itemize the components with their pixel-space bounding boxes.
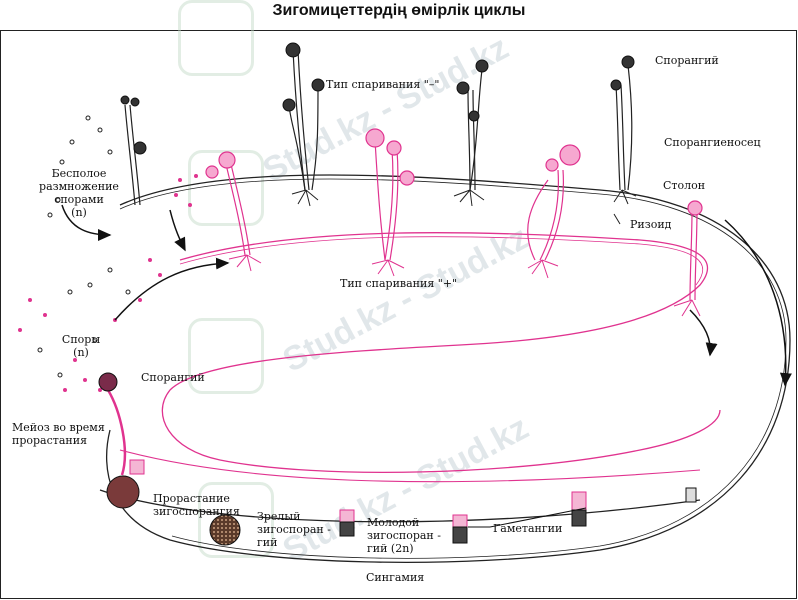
spores-black [37,115,131,378]
label-minus-mating-type: Тип спаривания "–" [326,78,440,91]
stolon-outer-ring [105,174,791,563]
plus-sporangiophores [224,139,698,301]
germination-stalk [106,389,127,476]
stolon-outer-ring-inner [119,178,787,559]
plus-sporangia [205,128,703,216]
spores-magenta [18,174,198,392]
label-mature-zygosporangium: Зрелый зигоспоран - гий [257,510,331,549]
label-asexual-line-2: размножение [39,180,119,193]
arrow-right-magenta [689,309,718,357]
watermark-logo-icon [178,0,254,76]
watermark-logo-icon [198,482,274,558]
label-sporangium-left: Спорангий [141,371,205,384]
label-spores-line-1: Споры [61,333,101,346]
label-mature-line-2: зигоспоран - [257,523,331,536]
label-young-line-2: зигоспоран - [367,529,441,542]
arrow-from-plus-sporangium [169,209,186,252]
gametangia-pointer [468,507,587,528]
label-asexual-reproduction: Бесполое размножение спорами (n) [24,167,134,219]
label-spores-line-2: (n) [73,346,89,359]
label-mature-line-1: Зрелый [257,510,301,523]
minus-sporangiophores [124,49,633,206]
label-meiosis-line-1: Мейоз во время [12,421,105,434]
label-rhizoid: Ризоид [630,218,672,231]
magenta-base-line [119,449,701,483]
label-young-line-1: Молодой [367,516,420,529]
label-sporangium-top: Спорангий [655,54,719,67]
label-syngamy: Сингамия [366,571,425,584]
arrow-right-black [724,219,792,387]
gametangia-row [129,459,697,544]
left-sporangium-icon [98,372,118,392]
label-sporangiophore: Спорангиеносец [664,136,761,149]
minus-sporangia [120,42,635,155]
diagram-frame [0,30,797,599]
plus-rhizoids [228,254,701,317]
label-germination: Прорастание зигоспорангия [153,492,240,518]
label-mature-line-3: гий [257,536,278,549]
germinating-zygosporangium-icon [106,475,140,509]
label-young-zygosporangium: Молодой зигоспоран - гий (2n) [367,516,441,555]
life-cycle-diagram [18,42,792,563]
arrow-spores-to-stolon [114,257,230,321]
label-stolon: Столон [663,179,706,192]
label-asexual-line-4: (n) [71,206,87,219]
label-gametangia: Гаметангии [493,522,563,535]
label-meiosis-line-2: прорастания [12,434,88,447]
minus-rhizoids [291,189,637,225]
mature-zygosporangium-icon [209,514,241,546]
watermark-logo-icon [188,318,264,394]
arrow-asexual-to-stolon [61,204,112,241]
label-germination-line-2: зигоспорангия [153,505,240,518]
stolon-inner-ring-2 [179,236,704,286]
label-meiosis: Мейоз во время прорастания [12,421,105,447]
label-germination-line-1: Прорастание [153,492,230,505]
label-plus-mating-type: Тип спаривания "+" [340,277,458,290]
label-young-line-3: гий (2n) [367,542,414,555]
page-title: Зигомицеттердің өмірлік циклы [272,2,526,19]
label-asexual-line-3: спорами [54,193,104,206]
stolon-inner-ring [161,231,721,473]
label-spores: Споры (n) [56,333,106,359]
label-asexual-line-1: Бесполое [51,167,107,180]
